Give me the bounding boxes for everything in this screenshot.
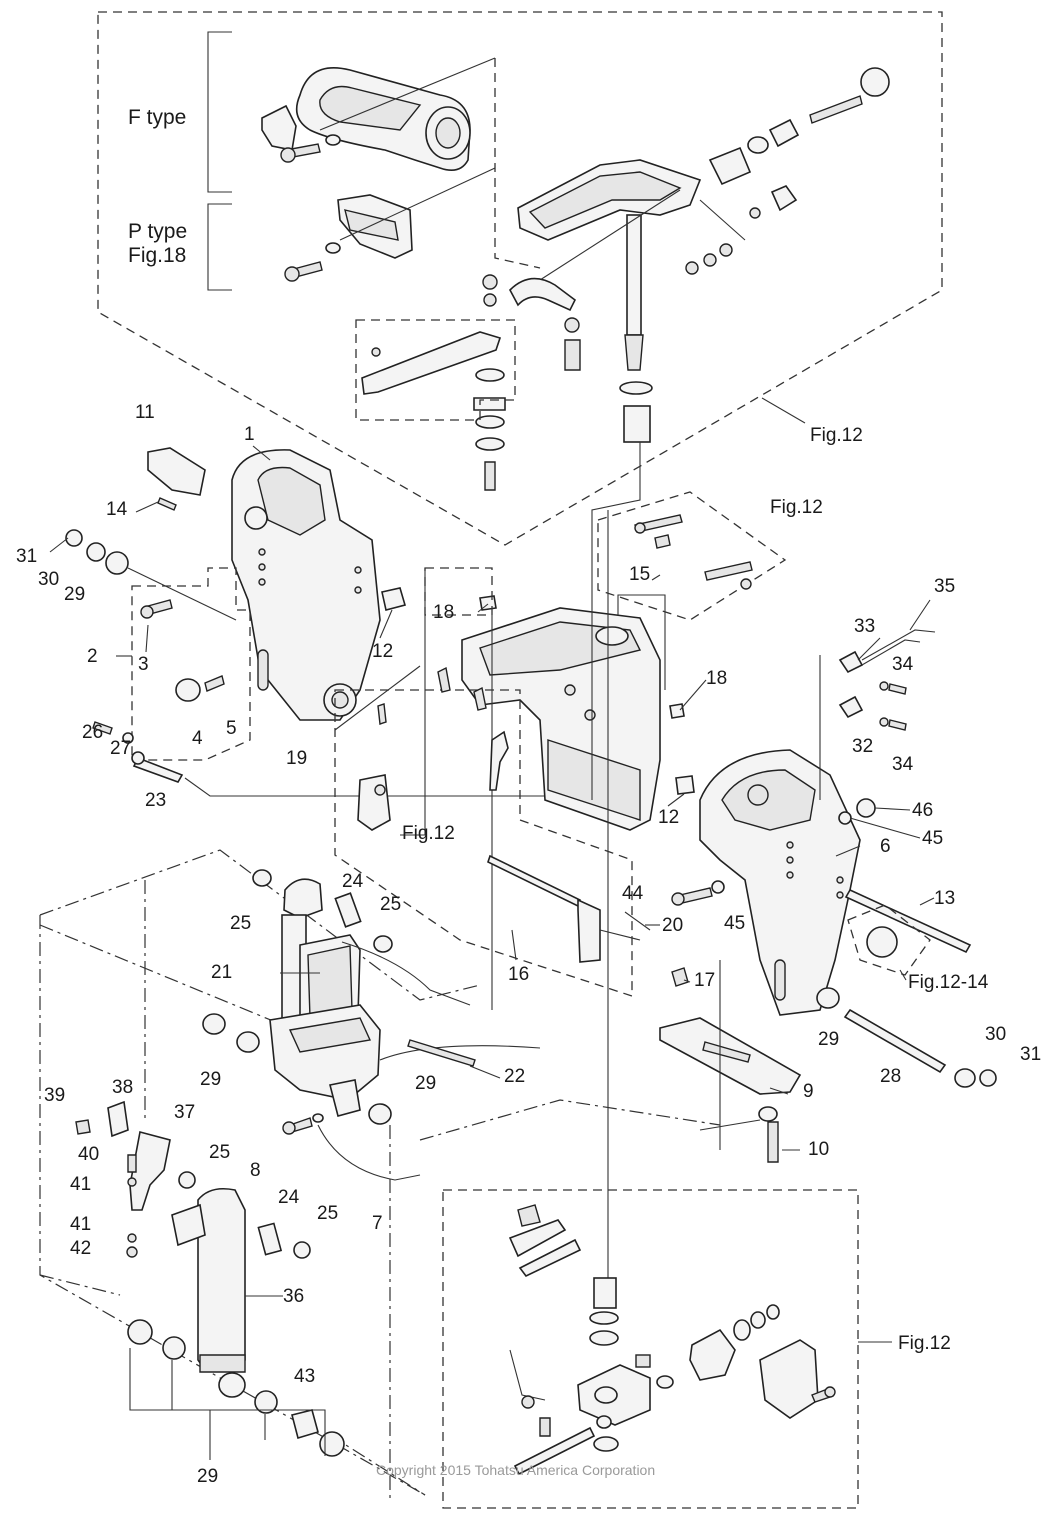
leader-fig12-top <box>761 397 806 424</box>
steering-arm-group <box>355 58 890 491</box>
callout-34a: 34 <box>892 654 914 675</box>
p-type-ref-label: Fig.18 <box>128 244 186 267</box>
callout-21: 21 <box>211 962 232 983</box>
callout-2: 2 <box>87 646 98 667</box>
callout-41b: 41 <box>70 1214 91 1235</box>
bottom-fig12-region <box>442 1189 892 1509</box>
callout-32: 32 <box>852 736 873 757</box>
callout-7: 7 <box>372 1213 383 1234</box>
callout-1: 1 <box>244 424 255 445</box>
callout-40: 40 <box>78 1144 99 1165</box>
clamp-bracket-left <box>65 447 640 797</box>
callout-29c: 29 <box>415 1073 436 1094</box>
clamp-bracket-right <box>659 629 997 1163</box>
upper-assembly-region <box>97 11 943 546</box>
callout-42: 42 <box>70 1238 91 1259</box>
callout-13: 13 <box>934 888 955 909</box>
callout-25b: 25 <box>380 894 401 915</box>
callout-4: 4 <box>192 728 203 749</box>
fig-ref-upper-right: Fig.12 <box>770 497 823 518</box>
callout-24a: 24 <box>342 871 364 892</box>
callout-35: 35 <box>934 576 955 597</box>
callout-43: 43 <box>294 1366 315 1387</box>
callout-26: 26 <box>82 722 103 743</box>
fig-ref-top: Fig.12 <box>810 425 863 446</box>
fig-ref-middle: Fig.12 <box>402 823 455 844</box>
f-type-label: F type <box>128 106 186 129</box>
p-type-label: P type <box>128 220 187 243</box>
callout-12a: 12 <box>372 641 393 662</box>
callout-31b: 31 <box>1020 1044 1041 1065</box>
callout-8: 8 <box>250 1160 261 1181</box>
callout-39: 39 <box>44 1085 65 1106</box>
f-type-handle-group <box>261 57 496 171</box>
callout-17: 17 <box>694 970 715 991</box>
callout-22: 22 <box>504 1066 525 1087</box>
callout-25a: 25 <box>230 913 251 934</box>
callout-30a: 30 <box>38 569 59 590</box>
callout-29d: 29 <box>818 1029 839 1050</box>
callout-28: 28 <box>880 1066 901 1087</box>
callout-46: 46 <box>912 800 933 821</box>
callout-9: 9 <box>803 1081 814 1102</box>
callout-41a: 41 <box>70 1174 91 1195</box>
callout-19: 19 <box>286 748 307 769</box>
callout-29b: 29 <box>200 1069 221 1090</box>
callout-20: 20 <box>662 915 683 936</box>
callout-12b: 12 <box>658 807 679 828</box>
callout-6: 6 <box>880 836 891 857</box>
tilt-trim-region <box>39 849 721 1500</box>
p-type-bracket-group <box>284 167 496 282</box>
callout-10: 10 <box>808 1139 829 1160</box>
callout-27: 27 <box>110 738 131 759</box>
callout-44: 44 <box>622 883 644 904</box>
fig-ref-trim-bush: Fig.12-14 <box>908 972 989 993</box>
callout-16: 16 <box>508 964 529 985</box>
callout-3: 3 <box>138 654 149 675</box>
callout-34b: 34 <box>892 754 914 775</box>
power-tilt-trim-unit <box>202 869 541 1181</box>
callout-24b: 24 <box>278 1187 300 1208</box>
swivel-bracket-center <box>381 442 787 1300</box>
callout-14: 14 <box>106 499 128 520</box>
callout-29a: 29 <box>64 584 85 605</box>
tilt-lock-region <box>334 567 725 1010</box>
callout-37: 37 <box>174 1102 195 1123</box>
callout-36: 36 <box>283 1286 304 1307</box>
callout-45a: 45 <box>922 828 943 849</box>
callout-31a: 31 <box>16 546 37 567</box>
callout-25c: 25 <box>209 1142 230 1163</box>
callout-45b: 45 <box>724 913 745 934</box>
callout-labels: 1 2 3 4 5 6 7 8 9 10 11 12 12 13 14 15 1… <box>16 402 1041 1487</box>
callout-5: 5 <box>226 718 237 739</box>
callout-leaders <box>49 445 935 1297</box>
callout-23: 23 <box>145 790 166 811</box>
callout-33: 33 <box>854 616 875 637</box>
callout-11: 11 <box>135 402 155 423</box>
fig-ref-bottom: Fig.12 <box>898 1333 951 1354</box>
callout-15: 15 <box>629 564 650 585</box>
callout-18b: 18 <box>706 668 727 689</box>
tilt-cylinder-group <box>75 1100 345 1460</box>
callout-38: 38 <box>112 1077 133 1098</box>
copyright-notice: Copyright 2015 Tohatsu America Corporati… <box>376 1462 655 1478</box>
callout-18a: 18 <box>433 602 454 623</box>
callout-29e: 29 <box>197 1466 218 1487</box>
callout-25d: 25 <box>317 1203 338 1224</box>
callout-30b: 30 <box>985 1024 1006 1045</box>
